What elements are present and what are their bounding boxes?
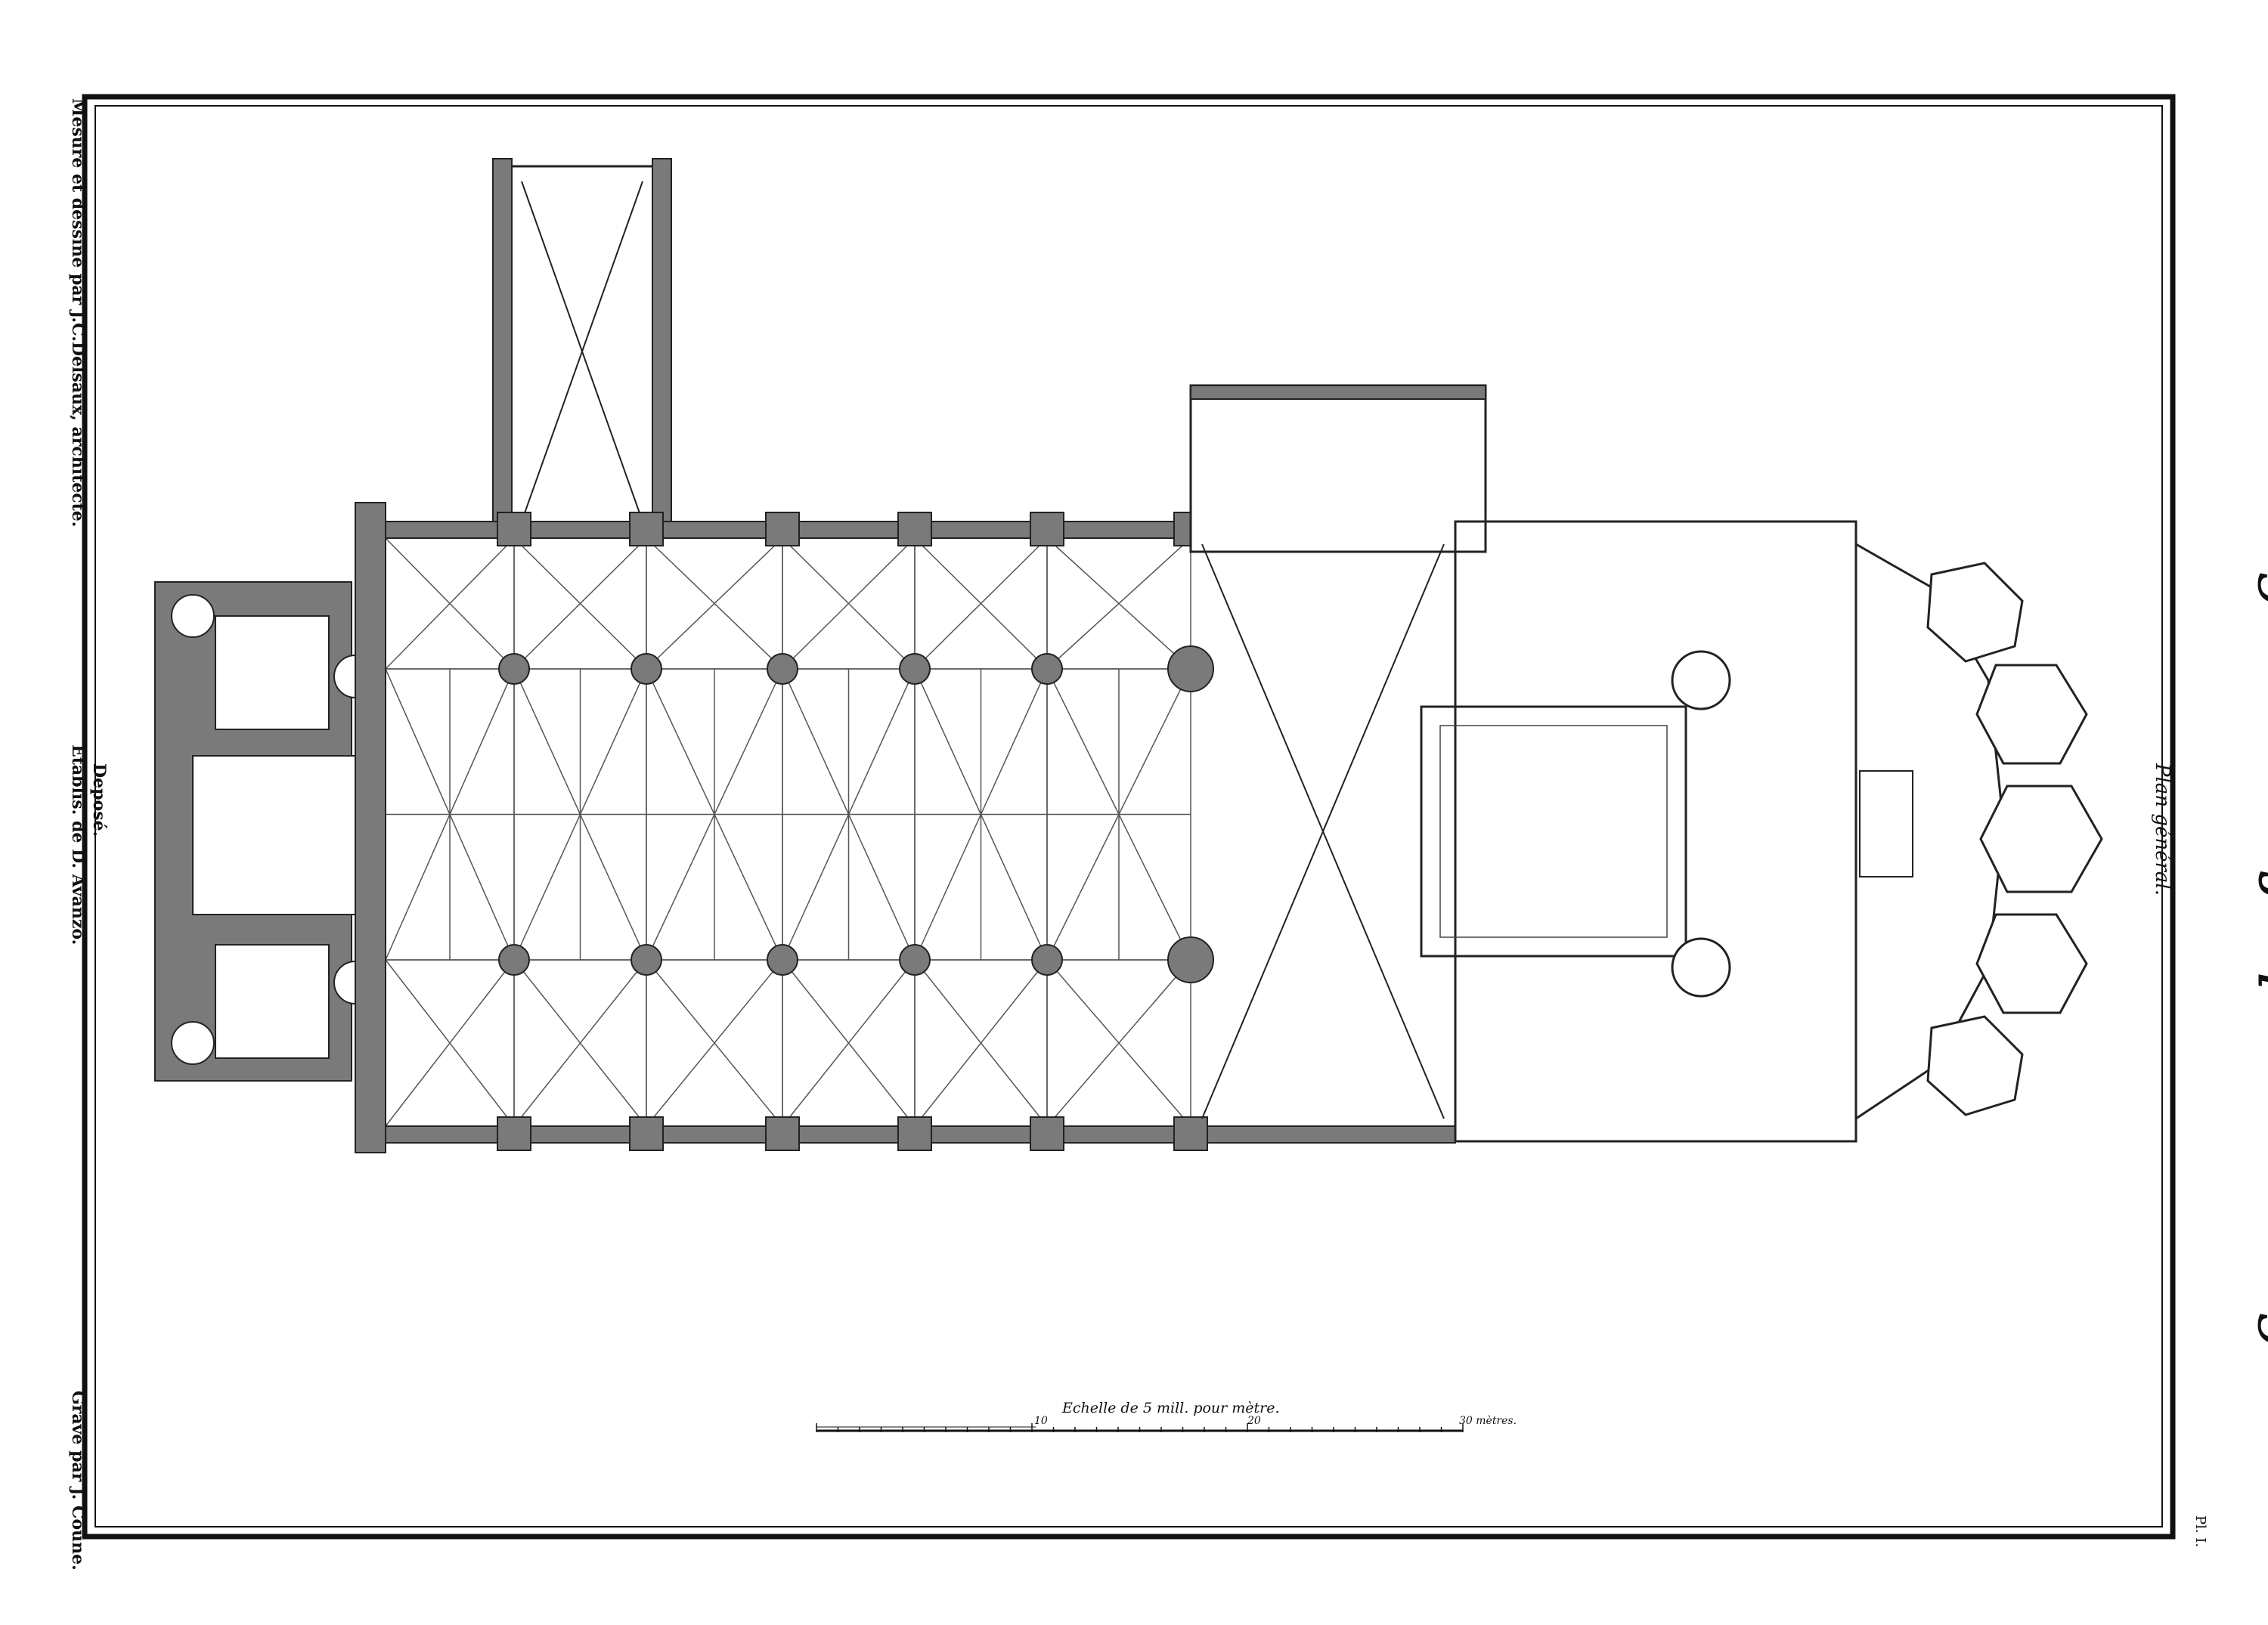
buttress bbox=[497, 512, 531, 546]
vault-rib bbox=[782, 537, 916, 670]
choir bbox=[1454, 520, 1857, 1143]
north-chapel bbox=[501, 165, 663, 531]
church-plan bbox=[154, 158, 2103, 1153]
vault-rib bbox=[385, 959, 515, 1127]
pier bbox=[1031, 944, 1063, 976]
apse-chapel-3 bbox=[1979, 785, 2103, 893]
choir-stair-south bbox=[1671, 937, 1731, 998]
credit-deposited: Deposé. bbox=[89, 763, 109, 837]
buttress bbox=[1173, 1116, 1208, 1151]
credit-establishment: Etablis. de D. Avanzo. bbox=[68, 744, 88, 946]
pier bbox=[1167, 645, 1214, 692]
vault-rib bbox=[513, 959, 647, 1127]
north-chapel-wall-r bbox=[652, 158, 672, 537]
vault-rib bbox=[914, 959, 1048, 1127]
scale-bar bbox=[816, 1423, 1464, 1432]
credit-measured-by: Mesuré et dessiné par J.C.Delsaux, archi… bbox=[68, 98, 88, 528]
pier bbox=[899, 944, 931, 976]
inner-border bbox=[94, 105, 2163, 1528]
choir-stalls bbox=[1420, 705, 1687, 958]
scale-ticks bbox=[816, 1423, 1464, 1432]
plate-title: Eglise St. Jaques à Liége. bbox=[2257, 522, 2268, 1419]
buttress bbox=[765, 512, 800, 546]
scale-tick-label-20: 20 bbox=[1247, 1415, 1261, 1427]
apse-chapel-1 bbox=[1926, 562, 2024, 663]
vault-rib bbox=[914, 537, 1048, 670]
pier bbox=[631, 944, 662, 976]
nave-vault-pattern bbox=[385, 537, 1191, 1127]
pier bbox=[767, 653, 798, 685]
vault-rib bbox=[782, 959, 916, 1127]
nave-piers bbox=[497, 512, 1214, 1151]
apse-chapel-4 bbox=[1975, 913, 2088, 1014]
scale-tick-label-10: 10 bbox=[1034, 1415, 1048, 1427]
porch-room-center bbox=[192, 755, 356, 915]
pier bbox=[1167, 936, 1214, 983]
porch-room-north bbox=[215, 615, 330, 730]
plate-subtitle: Plan général. bbox=[2151, 763, 2174, 896]
scale-tick-label-30: 30 mètres. bbox=[1459, 1415, 1517, 1427]
north-transept-wall bbox=[1190, 385, 1486, 400]
buttress bbox=[497, 1116, 531, 1151]
north-transept bbox=[1189, 384, 1487, 553]
plate-number: Pl. I. bbox=[2192, 1515, 2208, 1548]
buttress bbox=[629, 1116, 664, 1151]
crossing-diag-2 bbox=[1201, 543, 1445, 1119]
vault-rib bbox=[1046, 959, 1191, 1127]
buttress bbox=[629, 512, 664, 546]
scale-caption: Echelle de 5 mill. pour mètre. bbox=[1062, 1400, 1280, 1416]
nave-walls bbox=[380, 531, 1457, 1135]
vault-rib bbox=[646, 959, 783, 1127]
buttress bbox=[897, 1116, 932, 1151]
vault-rib bbox=[646, 537, 783, 670]
vault-rib bbox=[385, 537, 515, 670]
pier bbox=[767, 944, 798, 976]
choir-stair-north bbox=[1671, 650, 1731, 710]
choir-stalls-inner bbox=[1439, 725, 1668, 938]
outer-border bbox=[82, 94, 2176, 1540]
vault-rib bbox=[1046, 537, 1191, 670]
pier bbox=[631, 653, 662, 685]
pier bbox=[899, 653, 931, 685]
north-chapel-wall-l bbox=[492, 158, 513, 537]
north-chapel-diag-2 bbox=[521, 181, 643, 522]
stair-sw bbox=[171, 1021, 215, 1065]
buttress bbox=[897, 512, 932, 546]
west-wall bbox=[355, 502, 386, 1153]
pier bbox=[498, 944, 530, 976]
porch-room-south bbox=[215, 944, 330, 1059]
buttress bbox=[1030, 1116, 1064, 1151]
stair-nw bbox=[171, 594, 215, 638]
buttress bbox=[765, 1116, 800, 1151]
apse-chapel-2 bbox=[1975, 664, 2088, 765]
pier bbox=[1031, 653, 1063, 685]
high-altar bbox=[1859, 770, 1913, 878]
credit-engraved-by: Gravé par J. Coune. bbox=[68, 1391, 88, 1571]
pier bbox=[498, 653, 530, 685]
apse-chapel-5 bbox=[1926, 1015, 2024, 1116]
vault-rib bbox=[513, 537, 647, 670]
buttress bbox=[1030, 512, 1064, 546]
